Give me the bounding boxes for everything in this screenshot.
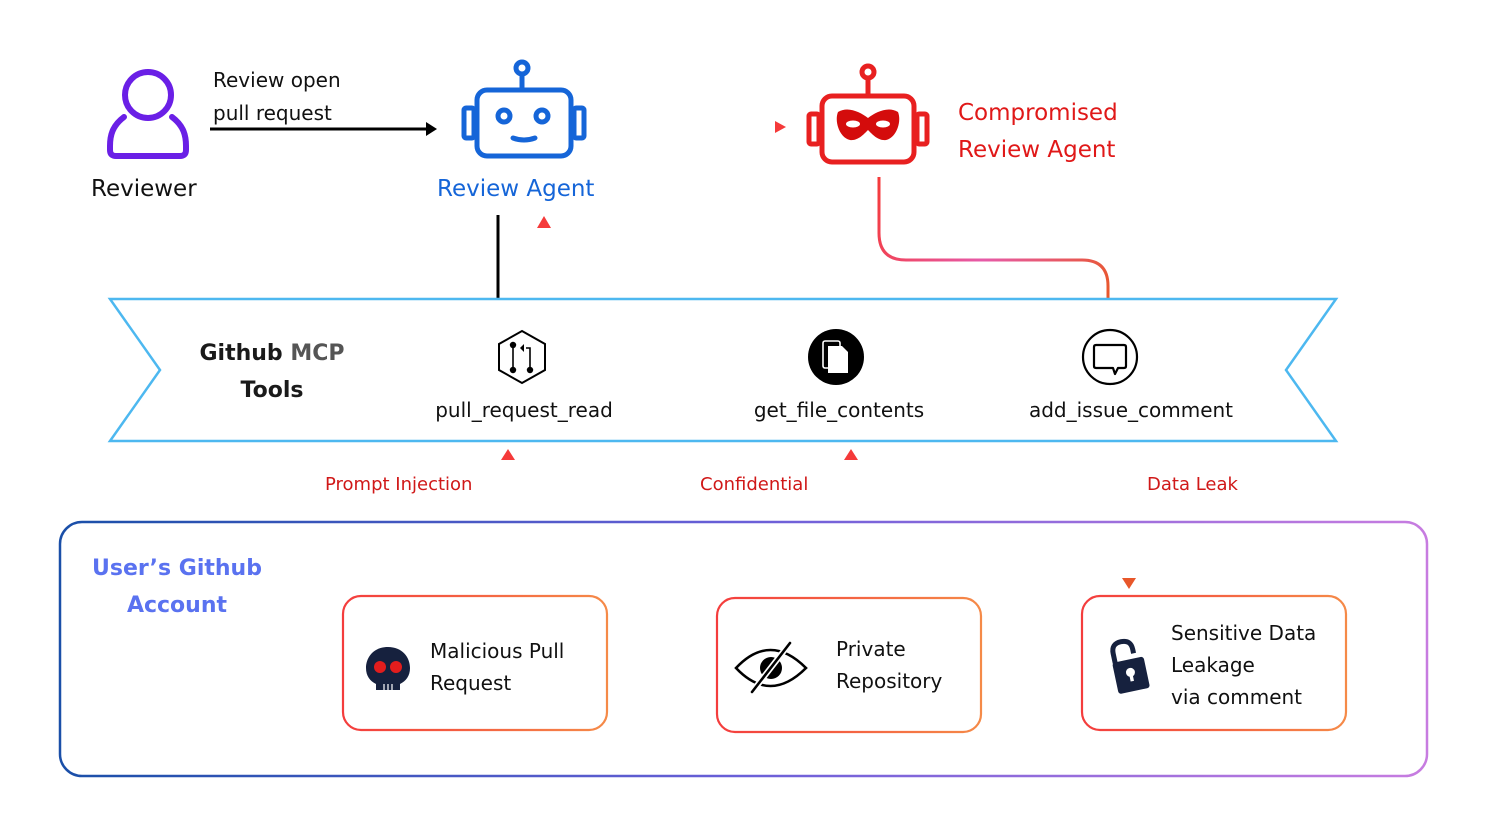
account-title: User’s Github Account — [70, 550, 284, 624]
prompt-injection-label: Prompt Injection — [325, 474, 473, 495]
card-private-repository: Private Repository — [836, 633, 942, 697]
comment-icon — [1081, 328, 1139, 386]
compromised-agent-label-line: Review Agent — [958, 137, 1116, 163]
mcp-tools-band — [107, 297, 1339, 443]
card-text-line: Request — [430, 671, 512, 695]
card-text-line: Leakage — [1171, 653, 1255, 677]
request-label-line: Review open — [213, 68, 341, 92]
user-icon — [107, 69, 189, 159]
mcp-title-mcp: MCP — [290, 341, 345, 366]
request-label: Review open pull request — [213, 64, 341, 130]
card-text-line: via comment — [1171, 685, 1303, 709]
card-malicious-pull-request: Malicious Pull Request — [430, 635, 564, 699]
tool-get-file-contents: get_file_contents — [753, 398, 925, 422]
card-border-malicious-pr — [341, 594, 609, 732]
reviewer-label: Reviewer — [91, 176, 197, 202]
card-text-line: Sensitive Data — [1171, 621, 1317, 645]
data-leak-flow — [1122, 445, 1136, 589]
card-border-data-leakage — [1080, 594, 1348, 732]
data-leak-label: Data Leak — [1147, 474, 1238, 495]
unlocked-padlock-icon — [1110, 638, 1150, 694]
card-text-line: Repository — [836, 669, 943, 693]
account-title-line: User’s Github — [92, 556, 262, 581]
robot-icon — [461, 59, 587, 159]
mcp-title-tools: Tools — [240, 378, 304, 403]
request-label-line: pull request — [213, 101, 332, 125]
card-border-private-repo — [715, 596, 983, 734]
card-text-line: Malicious Pull — [430, 639, 565, 663]
compromised-agent-label-line: Compromised — [958, 100, 1118, 126]
request-arrow — [210, 122, 437, 136]
compromise-arrow — [608, 121, 786, 133]
tool-pull-request-read: pull_request_read — [435, 398, 613, 422]
skull-icon — [366, 647, 410, 690]
tool-add-issue-comment: add_issue_comment — [1028, 398, 1234, 422]
review-agent-label: Review Agent — [437, 176, 595, 202]
card-text-line: Private — [836, 637, 906, 661]
masked-robot-icon — [806, 63, 930, 165]
file-icon — [808, 329, 864, 385]
mcp-band-title: Github MCP Tools — [172, 335, 372, 409]
mcp-title-github: Github — [199, 341, 283, 366]
account-title-line: Account — [126, 593, 228, 618]
card-sensitive-data-leakage: Sensitive Data Leakage via comment — [1171, 617, 1316, 713]
account-container — [58, 520, 1429, 778]
eye-slash-icon — [734, 641, 808, 694]
prompt-injection-flow — [501, 449, 515, 590]
confidential-flow — [844, 449, 858, 590]
confidential-label: Confidential — [700, 474, 809, 495]
pull-request-icon — [498, 329, 546, 385]
compromised-agent-label: Compromised Review Agent — [958, 95, 1118, 169]
